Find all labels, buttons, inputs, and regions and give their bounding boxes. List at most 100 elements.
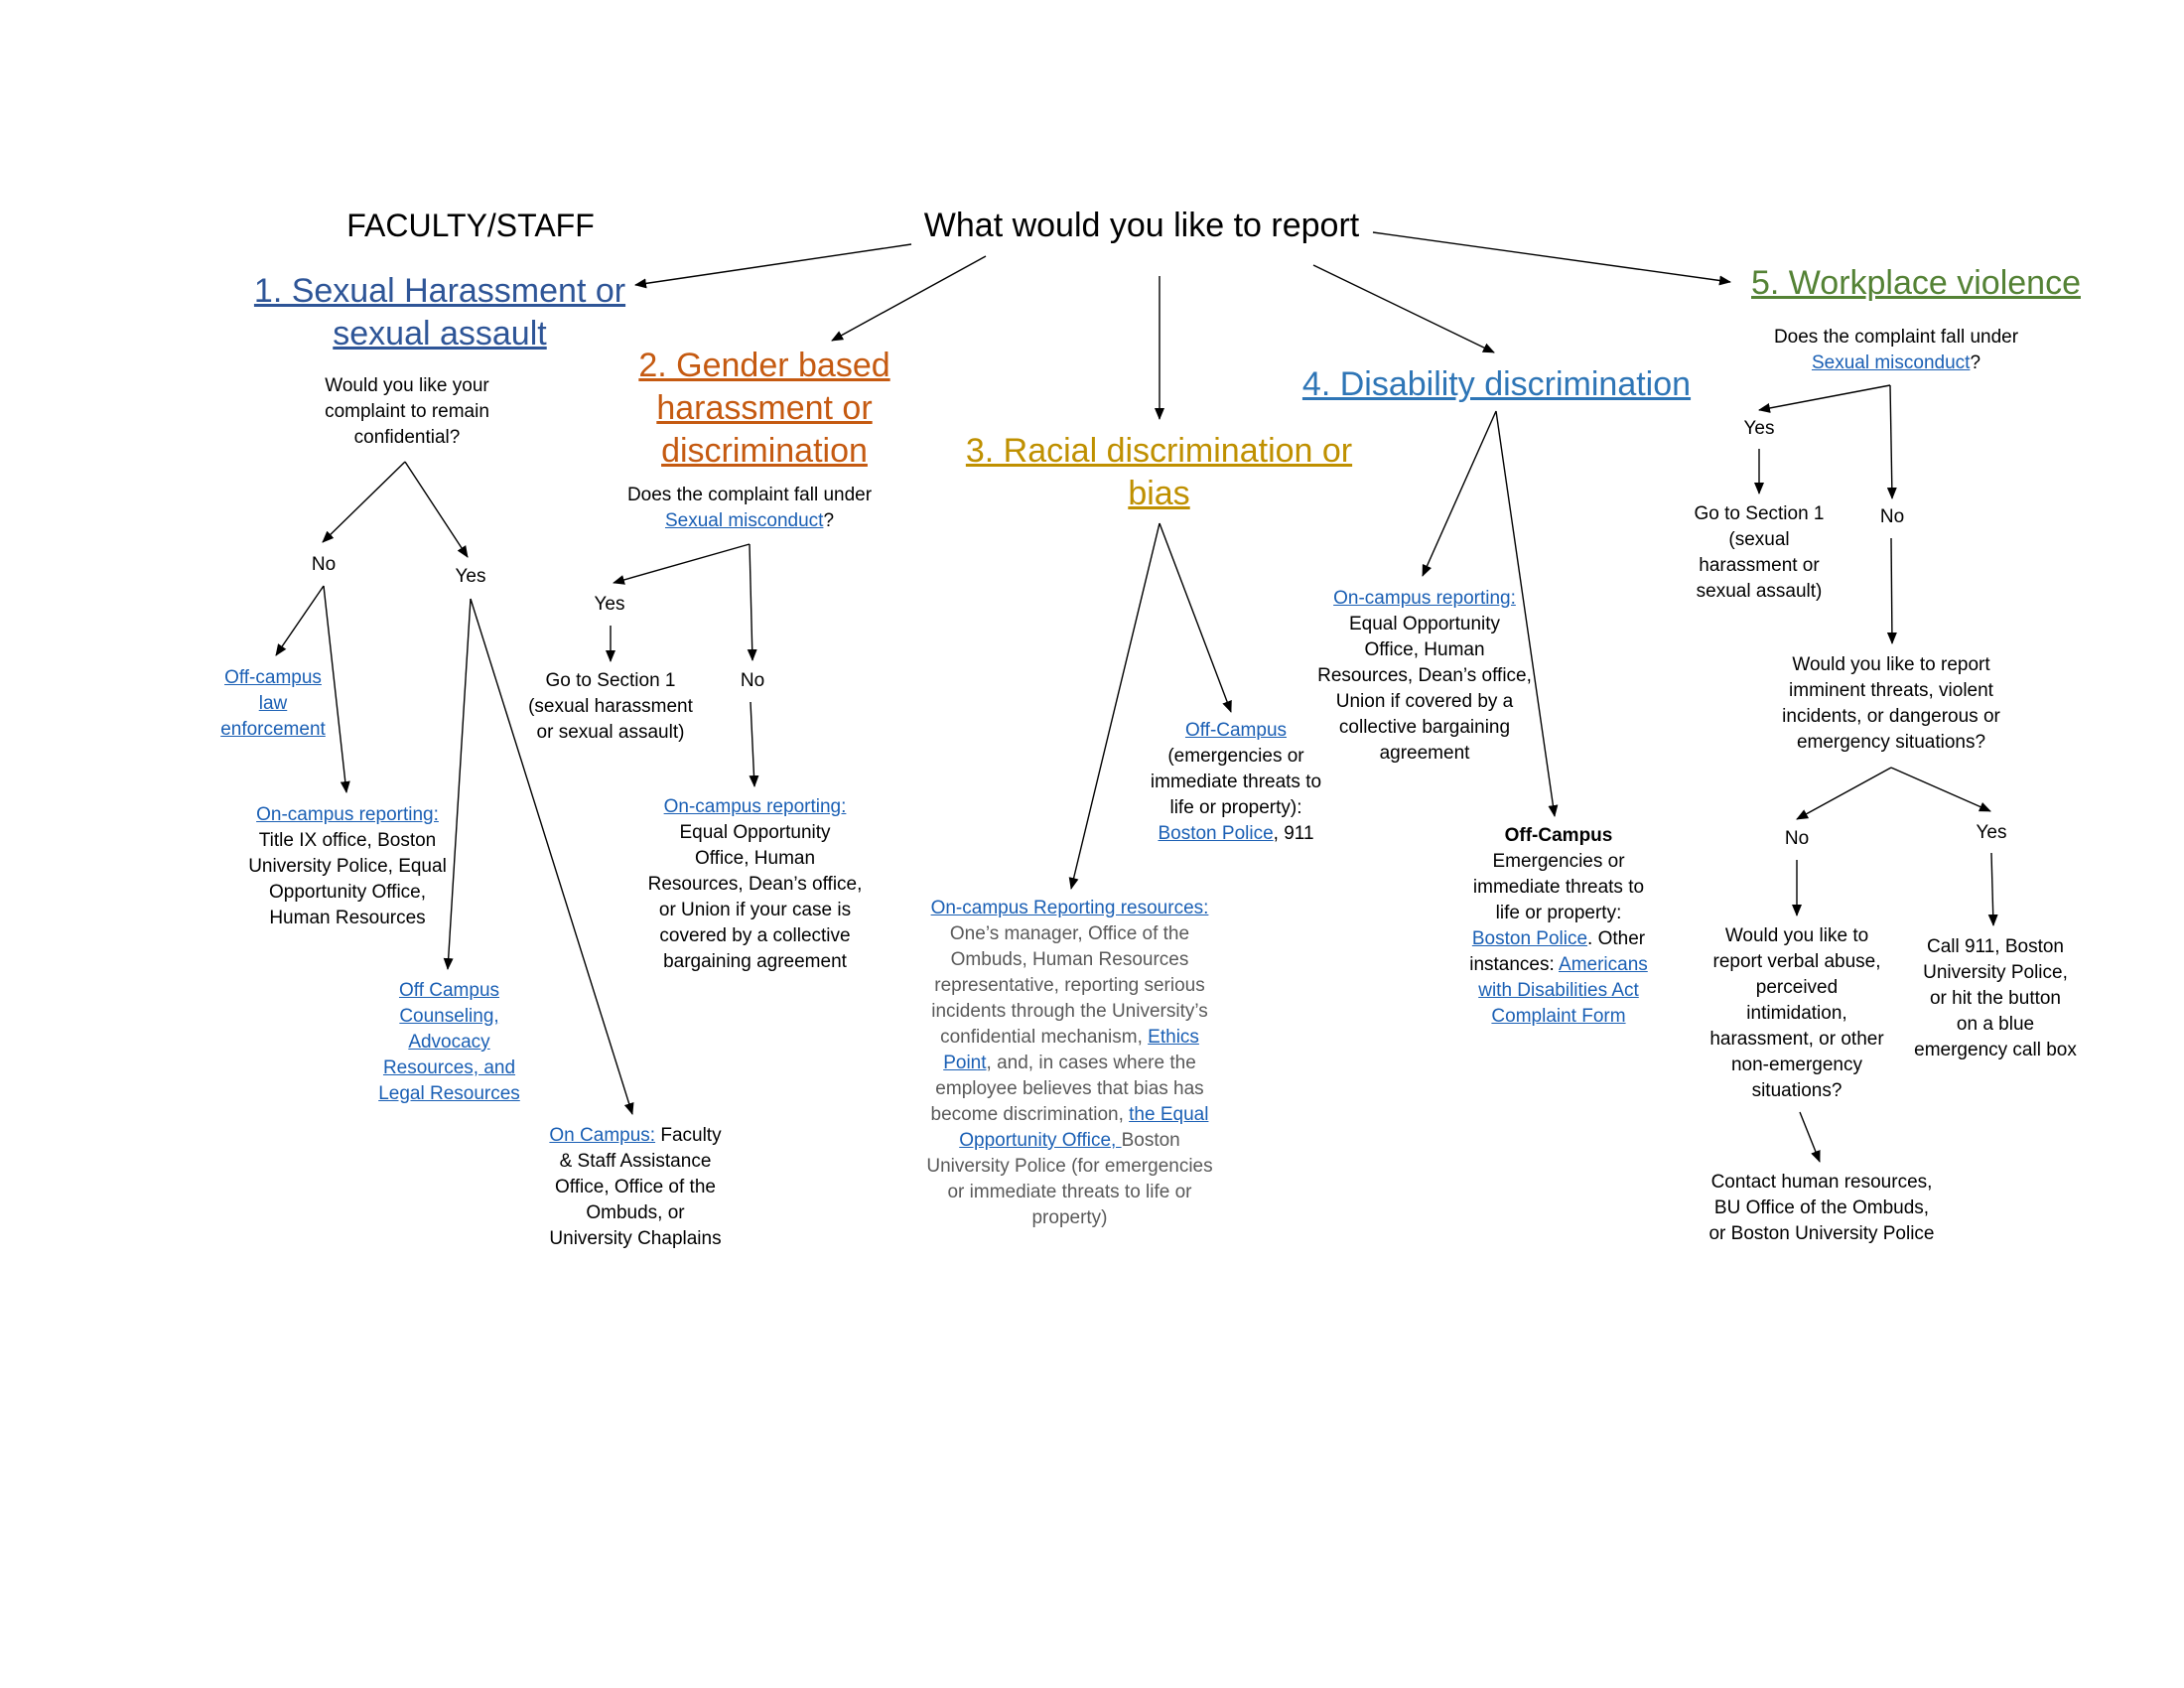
root-question: What would you like to report [923,207,1360,244]
ada-complaint-link[interactable]: Americans [1559,954,1648,975]
section4-oncampus-block: On-campus reporting: Equal Opportunity O… [1305,586,1544,767]
text-line: harassment or [1699,555,1820,576]
text-line: Boston [1121,1130,1180,1151]
section5-no2: No [1784,828,1810,849]
section5-call-911: Call 911, Boston University Police, or h… [1901,934,2090,1063]
text-line: Ombuds, or [586,1202,685,1223]
link-line: Off Campus [398,980,500,1001]
text-line: or hit the button [1929,988,2062,1009]
link-line: law [258,693,288,714]
text-line: agreement [1379,743,1470,764]
text-line: & Staff Assistance [559,1151,712,1172]
text-line: Title IX office, Boston [258,830,437,851]
section2-oncampus-link[interactable]: On-campus reporting: [663,796,847,817]
text-line: immediate threats to [1150,772,1322,792]
section5-threat-question: Would you like to report imminent threat… [1742,652,2040,756]
ada-complaint-link-line2[interactable]: with Disabilities Act [1478,980,1639,1001]
section3-offcampus-block: Off-Campus (emergencies or immediate thr… [1127,718,1345,847]
text-line: Go to Section 1 [1694,503,1825,524]
ethics-point-link[interactable]: Ethics [1148,1027,1199,1048]
text-line: Resources, Dean’s office, [647,874,863,895]
section5-contact: Contact human resources, BU Office of th… [1688,1170,1956,1247]
section3-oncampus-block: On-campus Reporting resources: One’s man… [903,896,1236,1231]
text-line: (sexual harassment [528,696,693,717]
section3-offcampus-link[interactable]: Off-Campus [1184,720,1288,741]
section5-yes: Yes [1743,418,1775,439]
title-line: 3. Racial discrimination or [965,432,1353,470]
ada-complaint-link-line3[interactable]: Complaint Form [1491,1006,1626,1027]
section1-question-line: complaint to remain [325,401,489,422]
question-line: Does the complaint fall under [1773,327,2019,348]
text-line: life or property): [1169,797,1302,818]
text-line: (sexual [1728,529,1790,550]
text-line: or sexual assault) [536,722,685,743]
text-line: Union if covered by a [1335,691,1514,712]
section5-verbal-question: Would you like to report verbal abuse, p… [1698,923,1896,1104]
section1-question: Would you like your complaint to remain … [278,373,536,451]
section2-no: No [740,670,765,691]
section5-title[interactable]: 5. Workplace violence [1751,264,2081,302]
offcampus-law-enforcement-link[interactable]: Off-campus law enforcement [204,665,342,743]
text-line: incidents, or dangerous or [1782,706,2000,727]
section1-oncampus-link[interactable]: On-campus reporting: [256,804,439,825]
text-line: Contact human resources, [1710,1172,1933,1193]
section5-no: No [1879,506,1905,527]
section5-question: Does the complaint fall under Sexual mis… [1747,325,2045,376]
text-line: Office, Human [1364,639,1485,660]
section2-question: Does the complaint fall under Sexual mis… [601,483,898,534]
text-line: situations? [1751,1080,1843,1101]
text-line: Go to Section 1 [545,670,676,691]
text-line: Resources, Dean’s office, [1317,665,1532,686]
equal-opportunity-office-link[interactable]: the Equal [1129,1104,1209,1125]
text-line: One’s manager, Office of the [949,923,1190,944]
text-line: Equal Opportunity [1348,614,1501,634]
text-line: harassment, or other [1709,1029,1884,1050]
text-line: covered by a collective [659,925,851,946]
section1-oncampus2-link[interactable]: On Campus: [549,1125,656,1146]
text-line: , and, in cases where the [986,1053,1196,1073]
section1-oncampus2-block: On Campus: Faculty & Staff Assistance Of… [536,1123,735,1252]
text-line: report verbal abuse, [1712,951,1881,972]
text-line: on a blue [1956,1014,2035,1035]
link-line: Legal Resources [378,1083,520,1104]
text-line: life or property: [1495,903,1622,923]
ethics-point-link-line2[interactable]: Point [943,1053,987,1073]
text-line: Opportunity Office, [268,882,427,903]
text-line: imminent threats, violent [1789,680,1993,701]
text-line: immediate threats to [1472,877,1645,898]
section2-title[interactable]: 2. Gender based harassment or discrimina… [620,345,908,473]
section4-oncampus-link[interactable]: On-campus reporting: [1333,588,1516,609]
section1-yes: Yes [455,566,486,587]
title-line: bias [1128,475,1190,512]
text-line: intimidation, [1746,1003,1847,1024]
section1-title[interactable]: 1. Sexual Harassment or sexual assault [216,270,663,355]
section3-oncampus-link[interactable]: On-campus Reporting resources: [930,898,1209,918]
equal-opportunity-office-link-line2[interactable]: Opportunity Office, [959,1130,1122,1151]
section3-title[interactable]: 3. Racial discrimination or bias [953,430,1365,515]
section4-offcampus-block: Off-Campus Emergencies or immediate thre… [1444,823,1673,1030]
link-line: Off-campus [224,667,322,688]
text-line: . Other [1587,928,1646,949]
section1-no: No [311,554,337,575]
section4-title[interactable]: 4. Disability discrimination [1301,365,1692,403]
qmark: ? [823,510,835,531]
section2-goto-section1: Go to Section 1 (sexual harassment or se… [511,668,710,746]
section3-boston-police-link[interactable]: Boston Police [1158,823,1274,844]
offcampus-counseling-link[interactable]: Off Campus Counseling, Advocacy Resource… [367,978,531,1107]
section4-boston-police-link[interactable]: Boston Police [1471,928,1588,949]
text-line: University Police (for emergencies [926,1156,1213,1177]
text-line: University Chaplains [549,1228,722,1249]
text-line: Would you like to [1724,925,1869,946]
text-line: instances: [1469,954,1560,975]
text-line: or immediate threats to life or [947,1182,1192,1202]
qmark: ? [1970,352,1981,373]
text-line: employee believes that bias has [935,1078,1204,1099]
text-line: Office, Human [694,848,816,869]
text-line: representative, reporting serious [934,975,1205,996]
section2-sexual-misconduct-link[interactable]: Sexual misconduct [664,510,824,531]
text-line: Faculty [655,1125,722,1146]
section5-sexual-misconduct-link[interactable]: Sexual misconduct [1811,352,1971,373]
section1-title-line2: sexual assault [333,315,547,352]
text-line: Equal Opportunity [679,822,831,843]
text-line: or Union if your case is [658,900,852,920]
